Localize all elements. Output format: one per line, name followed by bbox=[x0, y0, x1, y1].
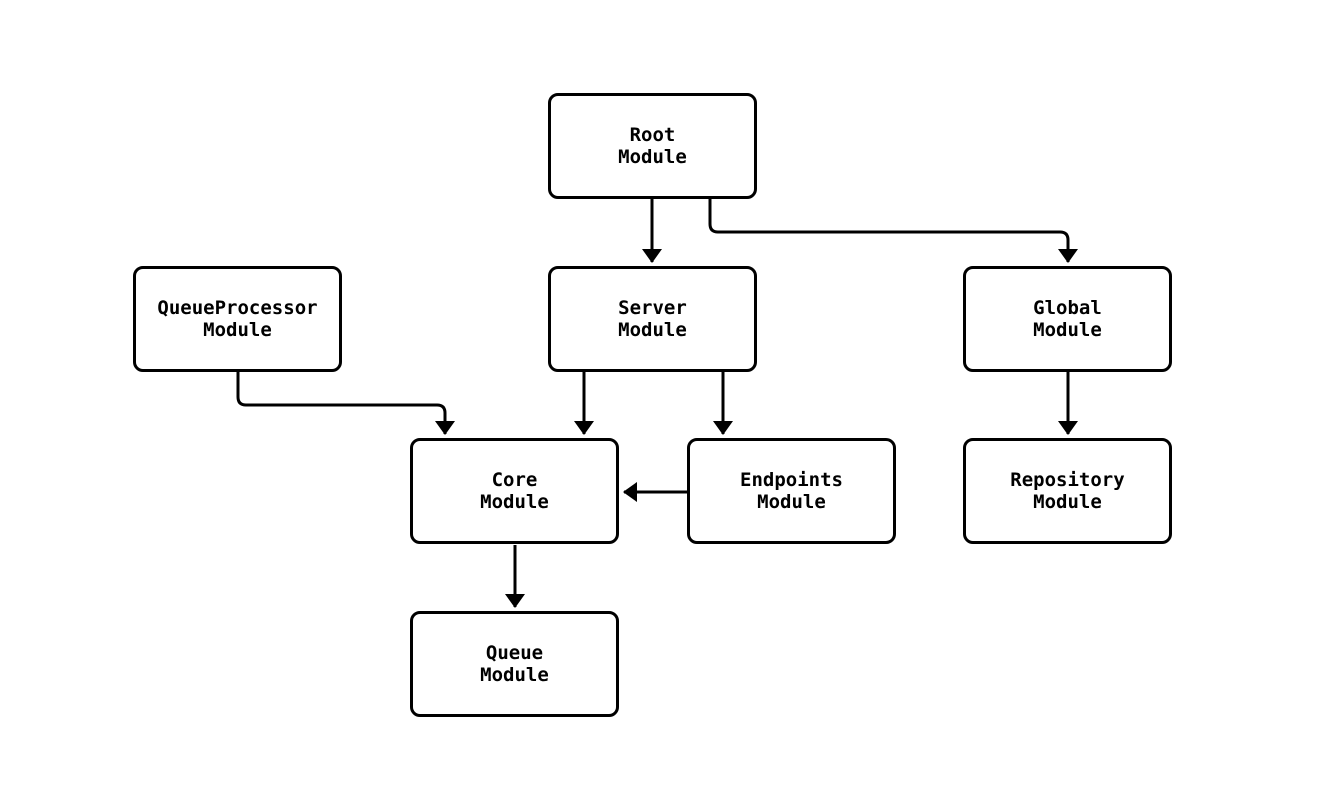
node-queueprocessor-module: QueueProcessor Module bbox=[133, 266, 342, 372]
node-queue-module: Queue Module bbox=[410, 611, 619, 717]
node-endpoints-module-label: Endpoints Module bbox=[740, 469, 843, 513]
node-repository-module-label: Repository Module bbox=[1010, 469, 1125, 513]
node-queueprocessor-module-label: QueueProcessor Module bbox=[157, 297, 318, 341]
edge-root-global bbox=[708, 199, 1078, 263]
node-global-module: Global Module bbox=[963, 266, 1172, 372]
node-server-module: Server Module bbox=[548, 266, 757, 372]
node-root-module: Root Module bbox=[548, 93, 757, 199]
node-root-module-label: Root Module bbox=[618, 124, 687, 168]
edge-queueprocessor-core bbox=[236, 372, 455, 435]
node-endpoints-module: Endpoints Module bbox=[687, 438, 896, 544]
node-repository-module: Repository Module bbox=[963, 438, 1172, 544]
node-queue-module-label: Queue Module bbox=[480, 642, 549, 686]
node-core-module-label: Core Module bbox=[480, 469, 549, 513]
node-core-module: Core Module bbox=[410, 438, 619, 544]
node-server-module-label: Server Module bbox=[618, 297, 687, 341]
node-global-module-label: Global Module bbox=[1033, 297, 1102, 341]
